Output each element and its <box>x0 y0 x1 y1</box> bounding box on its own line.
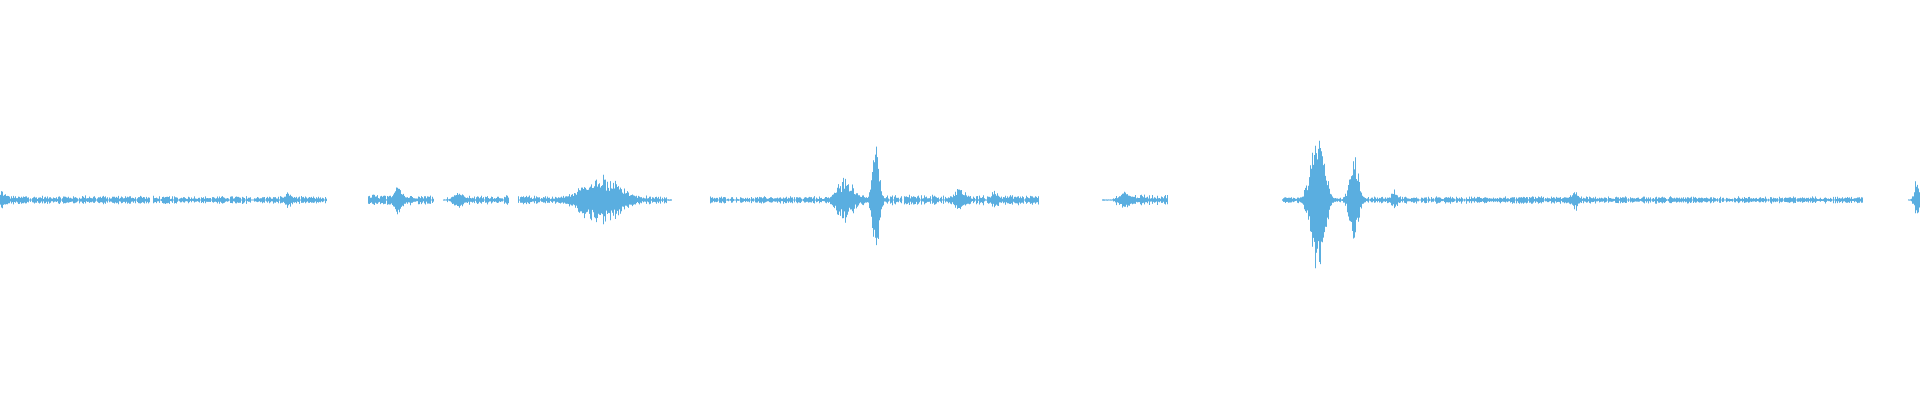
waveform-path <box>0 140 1920 269</box>
waveform-trace <box>0 140 1920 269</box>
